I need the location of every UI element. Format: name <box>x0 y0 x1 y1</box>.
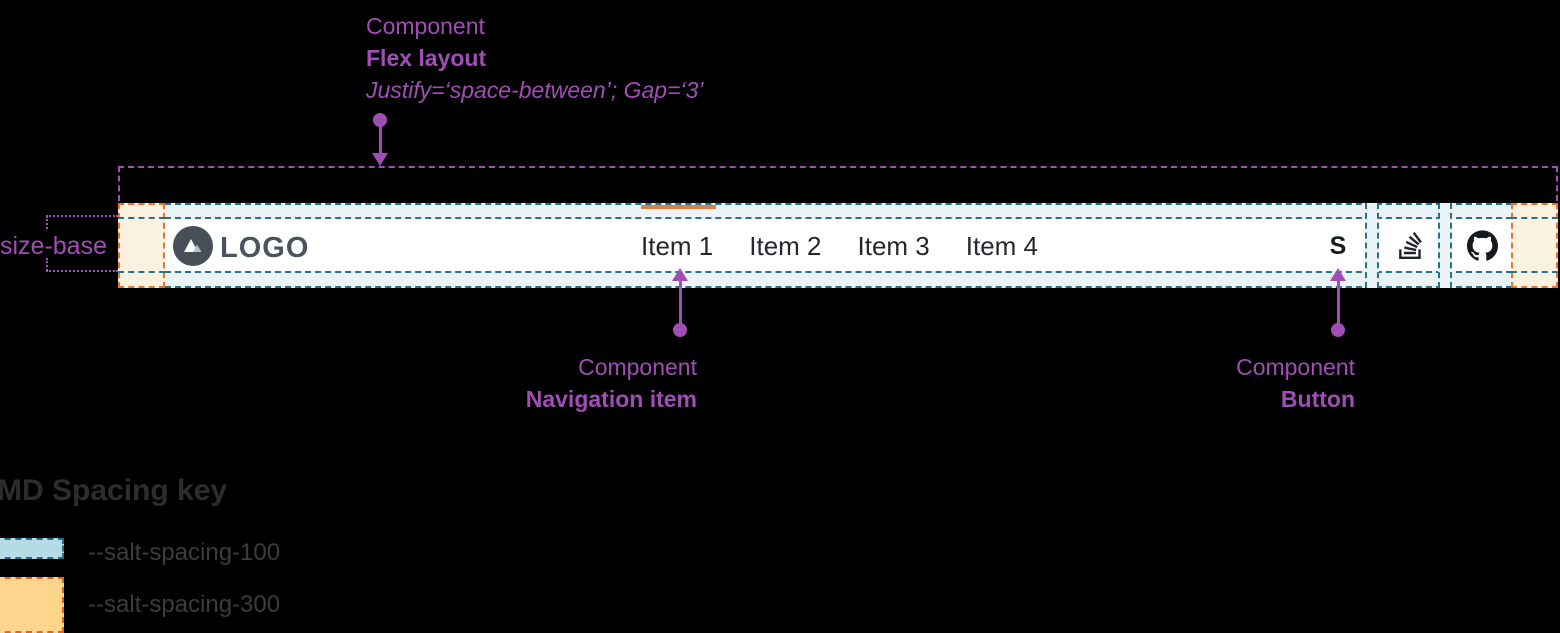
active-item-indicator <box>641 205 716 209</box>
stack-overflow-button[interactable] <box>1380 203 1440 288</box>
spacing-100-bottom-strip <box>165 271 1512 288</box>
spacing-100-label: --salt-spacing-100 <box>88 539 281 566</box>
size-base-dim-bottom-tick <box>46 258 48 271</box>
navigation-item-annotation: Component Navigation item <box>397 351 697 415</box>
spacing-guide-line <box>118 217 165 219</box>
spacing-300-swatch <box>0 577 64 633</box>
spacing-100-gap-strip <box>1438 203 1452 288</box>
flex-annotation-arrow-line <box>379 125 382 155</box>
stack-overflow-icon <box>1397 232 1424 259</box>
logo[interactable] <box>173 226 213 266</box>
spacing-100-gap-strip <box>1365 203 1379 288</box>
spacing-guide-line <box>1511 217 1558 219</box>
flex-annotation-line2: Flex layout <box>366 45 487 71</box>
nav-item-annotation-line1: Component <box>578 354 697 380</box>
spacing-300-label: --salt-spacing-300 <box>88 591 281 618</box>
flex-annotation-arrow-dot <box>373 113 387 127</box>
nav-item-1[interactable]: Item 1 <box>641 231 714 261</box>
nav-item-3[interactable]: Item 3 <box>857 231 930 261</box>
navigation-items: Item 1 Item 2 Item 3 Item 4 <box>641 203 1038 288</box>
button-annotation-arrow-head <box>1330 268 1346 281</box>
navigation-bar: LOGO Item 1 Item 2 Item 3 Item 4 S <box>118 203 1558 288</box>
github-button[interactable] <box>1452 203 1512 288</box>
button-annotation-arrow-dot <box>1331 323 1345 337</box>
nav-item-4[interactable]: Item 4 <box>965 231 1038 261</box>
nav-item-2[interactable]: Item 2 <box>749 231 822 261</box>
s-button[interactable]: S <box>1310 203 1366 288</box>
github-icon <box>1466 230 1498 261</box>
size-base-dim-top-line <box>46 215 118 217</box>
spacing-guide-line <box>1511 271 1558 273</box>
size-base-dim-bottom-line <box>46 270 118 272</box>
nav-item-annotation-arrow-line <box>679 279 682 325</box>
size-base-label: size-base <box>0 232 107 260</box>
spacing-guide-line <box>118 271 165 273</box>
flex-annotation-line1: Component <box>366 13 485 39</box>
button-annotation-line2: Button <box>1280 386 1355 412</box>
spacing-key-title: MD Spacing key <box>0 474 228 507</box>
flex-layout-annotation: Component Flex layout Justify=‘space-bet… <box>366 10 704 106</box>
button-annotation-arrow-line <box>1337 279 1340 325</box>
size-base-dim-top-tick <box>46 216 48 229</box>
flex-annotation-line3: Justify=‘space-between’; Gap=‘3’ <box>366 77 704 103</box>
button-annotation: Component Button <box>1055 351 1355 415</box>
nav-item-annotation-arrow-head <box>672 268 688 281</box>
spacing-100-swatch <box>0 538 64 559</box>
logo-text: LOGO <box>220 232 310 264</box>
nav-item-annotation-line2: Navigation item <box>525 386 697 412</box>
spacing-300-right-column <box>1511 203 1558 288</box>
spacing-100-top-strip <box>165 203 1512 219</box>
mountain-icon <box>180 233 206 259</box>
s-letter-icon: S <box>1329 232 1347 260</box>
flex-annotation-arrow-head <box>372 153 388 166</box>
button-annotation-line1: Component <box>1236 354 1355 380</box>
nav-item-annotation-arrow-dot <box>673 323 687 337</box>
spacing-300-left-column <box>118 203 165 288</box>
